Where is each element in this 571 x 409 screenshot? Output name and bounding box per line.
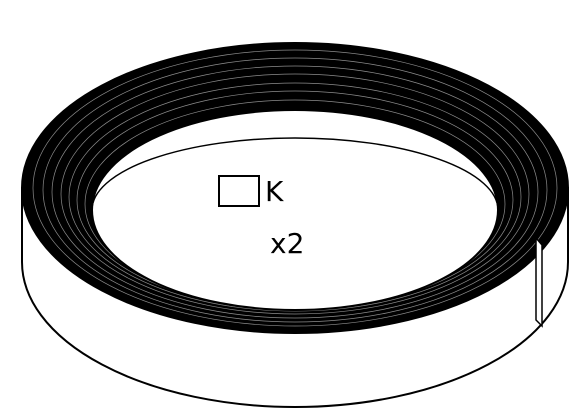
coil-inner-floor: [91, 137, 499, 211]
coil-inner-opening: [91, 109, 499, 311]
part-letter-label: K: [265, 175, 284, 208]
coil-winding-lines: [32, 49, 558, 327]
tape-end-tab: [535, 235, 543, 328]
quantity-label: x2: [270, 227, 305, 260]
checkbox-square-icon: [218, 175, 260, 207]
